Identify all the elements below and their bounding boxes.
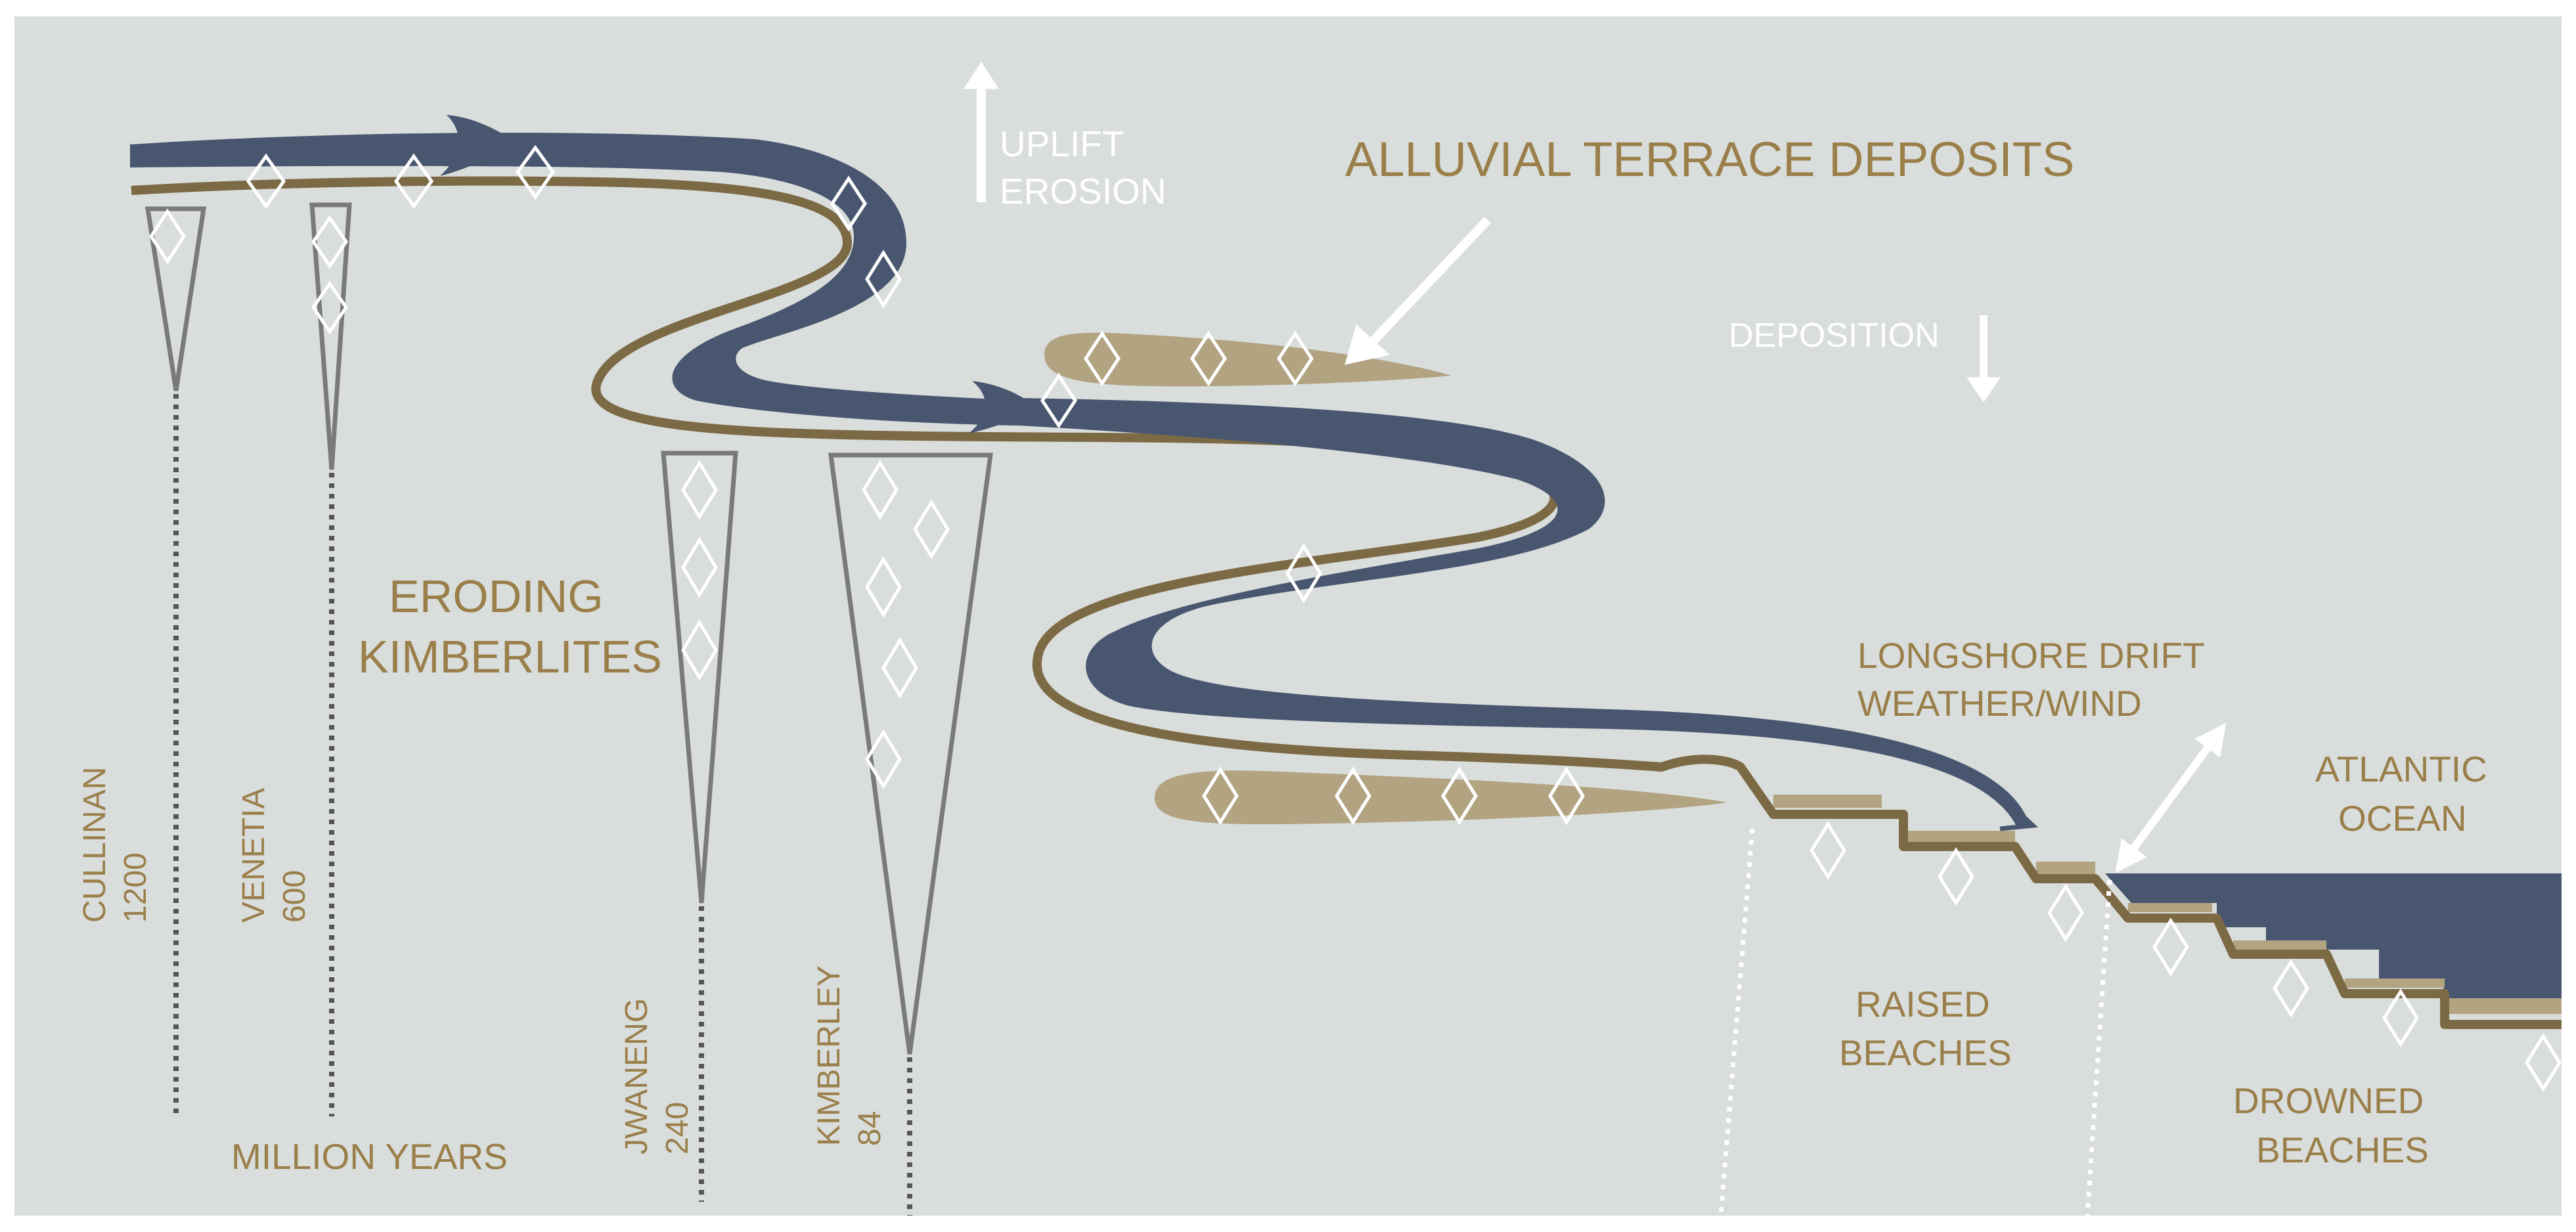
diamond-icon <box>149 208 186 265</box>
river-arrow-head-coast <box>1999 801 2038 831</box>
uplift-arrow-head <box>964 62 999 89</box>
terrace-sand-7 <box>2443 998 2562 1014</box>
blue-river-lower <box>1019 398 2030 826</box>
diamond-icon <box>393 153 434 209</box>
deposition-arrow-head <box>1966 377 2001 403</box>
kimberlite-venetia-label: VENETIA 600 <box>236 788 312 923</box>
diamond-icon <box>1335 766 1371 825</box>
diamond-icon <box>913 499 950 560</box>
label-eroding: ERODING <box>389 571 604 622</box>
kimberlite-cullinan-label: CULLINAN 1200 <box>78 767 153 923</box>
kimberlite-name: VENETIA <box>236 788 271 923</box>
longshore-drift-arrow-icon <box>2115 722 2227 873</box>
diamond-icon <box>865 250 902 309</box>
terrace-sand-2 <box>1903 831 2015 843</box>
label-uplift: UPLIFT <box>1000 123 1124 164</box>
alluvial-pointer-arrow-head <box>1344 324 1390 365</box>
diamond-icon <box>1202 766 1239 825</box>
atlantic-ocean-water <box>2105 873 2562 998</box>
terrace-sand-5 <box>2233 940 2326 950</box>
diamond-icon <box>2525 1033 2562 1092</box>
diamond-icon <box>1548 766 1585 825</box>
diamond-icon <box>515 144 556 200</box>
terrace-sand-1 <box>1773 795 1882 808</box>
terrace-sand-4 <box>2128 903 2212 912</box>
river-arrow-head-upper <box>440 115 519 176</box>
label-kimberlites: KIMBERLITES <box>358 631 662 682</box>
kimberlite-name: KIMBERLEY <box>812 965 847 1146</box>
jwaneng-pipe <box>661 451 738 904</box>
kimberlite-name: JWANENG <box>619 998 654 1155</box>
diamond-icon <box>830 175 867 232</box>
diamond-icon <box>681 460 718 520</box>
label-drowned: DROWNED <box>2233 1080 2424 1121</box>
label-alluvial-terrace-deposits: ALLUVIAL TERRACE DEPOSITS <box>1345 132 2074 187</box>
diamond-icon <box>865 729 902 789</box>
label-erosion: EROSION <box>1000 171 1166 211</box>
raised-drowned-boundary <box>2085 879 2112 1216</box>
diamond-icon <box>1285 543 1322 604</box>
diamond-icon <box>1810 821 1846 880</box>
kimberlite-age: 600 <box>277 870 312 923</box>
terrace-sand-3 <box>2036 862 2095 875</box>
diamond-icon <box>881 637 918 699</box>
diamond-icon <box>1040 372 1077 429</box>
kimberlite-jwaneng-label: JWANENG 240 <box>619 998 695 1155</box>
diamond-icon <box>1190 330 1227 387</box>
kimberlite-age: 1200 <box>118 852 153 923</box>
diamond-icon <box>865 556 902 618</box>
blue-river-upper <box>130 133 1025 426</box>
label-deposition: DEPOSITION <box>1729 317 1940 355</box>
label-atlantic: ATLANTIC <box>2315 749 2487 789</box>
label-million-years: MILLION YEARS <box>231 1136 508 1177</box>
white-arrows <box>964 62 2227 873</box>
diamond-icon <box>681 537 718 598</box>
raised-beach-left-boundary <box>1718 828 1755 1216</box>
label-raised: RAISED <box>1855 984 1990 1024</box>
diamond-icon <box>862 460 899 520</box>
diamond-icon <box>1441 766 1478 825</box>
venetia-pipe <box>309 202 352 470</box>
diamond-icon <box>246 153 286 209</box>
cullinan-pipe <box>144 206 207 391</box>
diamond-icon <box>311 215 349 269</box>
kimberlite-age: 240 <box>660 1102 695 1155</box>
diamond-icon <box>2382 988 2419 1047</box>
kimberlite-kimberley-label: KIMBERLEY 84 <box>812 965 887 1146</box>
river-arrow-head-middle <box>969 381 1038 433</box>
labels: UPLIFT EROSION ALLUVIAL TERRACE DEPOSITS… <box>78 123 2487 1177</box>
diamond-icon <box>2047 883 2084 942</box>
terrace-sand-6 <box>2345 979 2445 988</box>
label-ocean: OCEAN <box>2338 798 2467 839</box>
diamond-icon <box>2273 959 2309 1018</box>
diamond-icon <box>1938 847 1974 906</box>
label-raised-beaches: BEACHES <box>1839 1032 2012 1073</box>
beach-terrace-sand <box>1773 795 2562 1014</box>
label-drowned-beaches: BEACHES <box>2256 1130 2429 1170</box>
beach-boundary-lines <box>1718 828 2112 1216</box>
diamond-icon <box>2152 917 2189 977</box>
kimberlite-age: 84 <box>853 1111 887 1146</box>
alluvial-terrace-deposit-lower <box>1155 770 1727 825</box>
label-weather-wind: WEATHER/WIND <box>1857 683 2142 724</box>
label-longshore-drift: LONGSHORE DRIFT <box>1857 635 2205 676</box>
kimberlite-name: CULLINAN <box>78 767 112 923</box>
alluvial-pointer-arrow-icon <box>1369 217 1492 345</box>
diagram-background <box>14 16 2562 1216</box>
diamond-icon <box>1084 330 1121 387</box>
diamonds <box>149 144 2562 1092</box>
diamond-icon <box>311 280 349 335</box>
diamond-icon <box>681 619 718 681</box>
diamond-icon <box>1277 330 1314 387</box>
alluvial-terrace-deposit-upper <box>1044 332 1452 387</box>
pipe-root-lines <box>173 394 912 1216</box>
